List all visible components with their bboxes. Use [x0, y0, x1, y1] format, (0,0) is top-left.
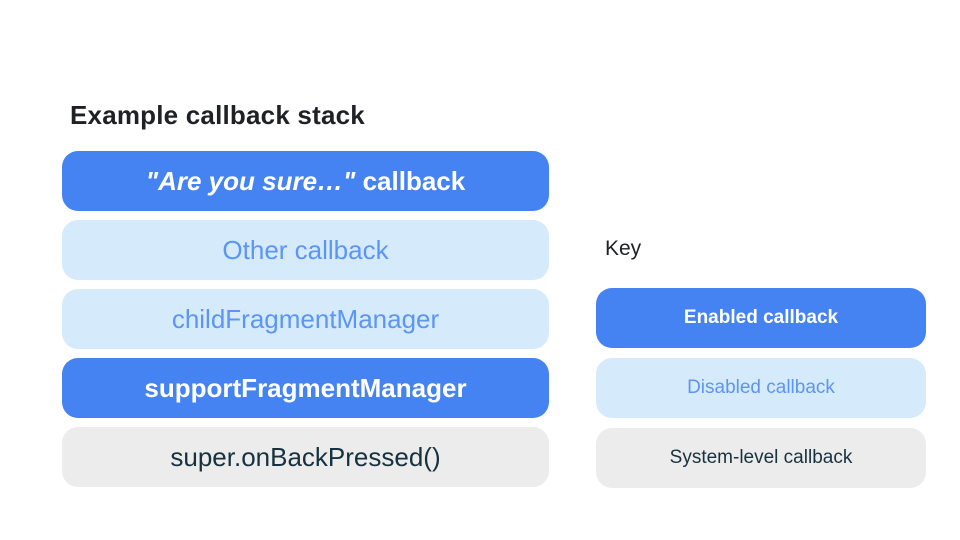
key-item-disabled-callback: Disabled callback: [596, 358, 926, 418]
callback-stack: "Are you sure…" callback Other callback …: [62, 151, 549, 487]
stack-item-label: supportFragmentManager: [144, 372, 467, 403]
stack-item-label-quoted: "Are you sure…": [145, 165, 356, 196]
stack-item-other-callback: Other callback: [62, 220, 549, 280]
key-legend: Enabled callback Disabled callback Syste…: [596, 288, 926, 488]
diagram-title: Example callback stack: [70, 100, 365, 130]
stack-item-support-fragment-manager: supportFragmentManager: [62, 358, 549, 418]
key-item-system-level-callback: System-level callback: [596, 428, 926, 488]
key-title: Key: [605, 237, 642, 260]
stack-item-label: Other callback: [222, 234, 389, 265]
stack-item-super-on-back-pressed: super.onBackPressed(): [62, 427, 549, 487]
key-item-label: Disabled callback: [687, 377, 835, 398]
key-item-label: System-level callback: [669, 447, 853, 468]
stack-item-label: childFragmentManager: [171, 303, 440, 334]
stack-item-label-rest: callback: [355, 165, 466, 196]
stack-item-label: super.onBackPressed(): [170, 441, 441, 472]
key-item-label: Enabled callback: [683, 307, 839, 328]
stack-item-are-you-sure-callback: "Are you sure…" callback: [62, 151, 549, 211]
stack-item-child-fragment-manager: childFragmentManager: [62, 289, 549, 349]
key-item-enabled-callback: Enabled callback: [596, 288, 926, 348]
